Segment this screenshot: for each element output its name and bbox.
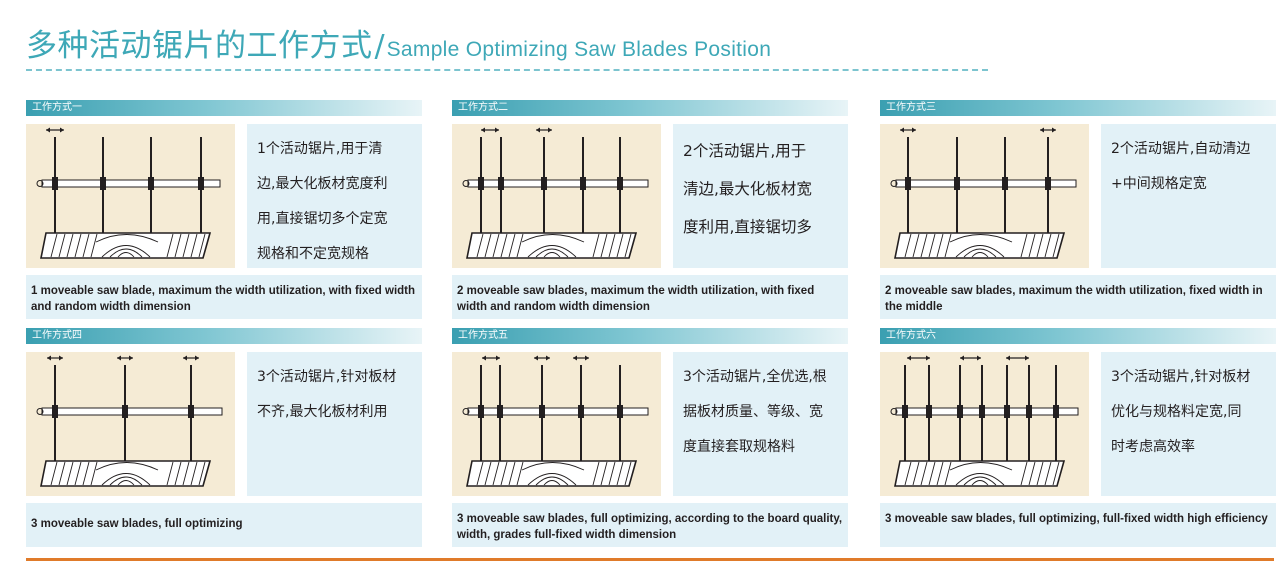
double-arrow-icon	[534, 355, 550, 361]
mode-tag: 工作方式四	[26, 328, 422, 344]
mode-cn-description: 1个活动锯片,用于清 边,最大化板材宽度利 用,直接锯切多个定宽 规格和不定宽规…	[247, 124, 422, 268]
double-arrow-icon	[117, 355, 133, 361]
page-title-cn: 多种活动锯片的工作方式	[26, 28, 373, 64]
mode-en-description: 3 moveable saw blades, full optimizing, …	[452, 503, 848, 547]
mode-en-description: 2 moveable saw blades, maximum the width…	[880, 275, 1276, 319]
double-arrow-icon	[907, 355, 930, 361]
mode-card-3: 工作方式三 2个活动锯片,自动清边 +中间规格定宽 2 moveable saw…	[880, 100, 1276, 319]
wood-board-icon	[40, 460, 212, 487]
mode-en-description: 3 moveable saw blades, full optimizing, …	[880, 503, 1276, 547]
saw-diagram-svg	[36, 127, 221, 259]
double-arrow-icon	[46, 127, 64, 133]
double-arrow-icon	[482, 355, 500, 361]
double-arrow-icon	[573, 355, 589, 361]
mode-card-5: 工作方式五 3个活动锯片,全优选,根 据板材质量、等级、宽 度直接套取规格	[452, 328, 848, 547]
mode-tag: 工作方式五	[452, 328, 848, 344]
double-arrow-icon	[1040, 127, 1056, 133]
saw-diagram	[26, 352, 235, 496]
mode-cn-description: 3个活动锯片,全优选,根 据板材质量、等级、宽 度直接套取规格料	[673, 352, 848, 496]
wood-board-icon	[40, 232, 212, 259]
mode-en-description: 3 moveable saw blades, full optimizing	[26, 503, 422, 547]
mode-tag: 工作方式二	[452, 100, 848, 116]
page-title-en: Sample Optimizing Saw Blades Position	[386, 38, 772, 61]
double-arrow-icon	[481, 127, 499, 133]
wood-board-icon	[894, 460, 1066, 487]
wood-board-icon	[894, 232, 1066, 259]
mode-tag: 工作方式一	[26, 100, 422, 116]
mode-card-2: 工作方式二 2个活动锯片,用于 清边,最大化板材宽 度利用,直接锯切多 2 m	[452, 100, 848, 319]
double-arrow-icon	[900, 127, 916, 133]
mode-card-1: 工作方式一 1个活动锯片,用于清 边,最大化板材宽度利 用,直接锯切多个定宽 规…	[26, 100, 422, 319]
bottom-orange-rule	[26, 558, 1274, 561]
saw-diagram-svg	[890, 355, 1079, 487]
mode-cn-description: 2个活动锯片,用于 清边,最大化板材宽 度利用,直接锯切多	[673, 124, 848, 268]
mode-tag: 工作方式六	[880, 328, 1276, 344]
title-dashed-rule	[26, 69, 988, 71]
saw-diagram	[880, 352, 1089, 496]
saw-diagram	[880, 124, 1089, 268]
mode-cn-description: 3个活动锯片,针对板材 不齐,最大化板材利用	[247, 352, 422, 496]
double-arrow-icon	[1006, 355, 1029, 361]
saw-diagram-svg	[462, 355, 649, 487]
page-title: 多种活动锯片的工作方式 / Sample Optimizing Saw Blad…	[26, 20, 771, 64]
saw-diagram-svg	[36, 355, 223, 487]
saw-diagram	[452, 352, 661, 496]
mode-cn-description: 2个活动锯片,自动清边 +中间规格定宽	[1101, 124, 1276, 268]
mode-en-description: 1 moveable saw blade, maximum the width …	[26, 275, 422, 319]
mode-card-4: 工作方式四 3个活动锯片,针对板材 不齐,最大化板材利用 3 moveable …	[26, 328, 422, 547]
saw-diagram	[26, 124, 235, 268]
mode-card-6: 工作方式六 3个活动锯片,针对板材 优化	[880, 328, 1276, 547]
saw-diagram	[452, 124, 661, 268]
mode-cn-description: 3个活动锯片,针对板材 优化与规格料定宽,同 时考虑高效率	[1101, 352, 1276, 496]
title-separator: /	[374, 29, 385, 64]
mode-tag: 工作方式三	[880, 100, 1276, 116]
wood-board-icon	[466, 460, 638, 487]
double-arrow-icon	[536, 127, 552, 133]
wood-board-icon	[466, 232, 638, 259]
saw-diagram-svg	[462, 127, 649, 259]
double-arrow-icon	[183, 355, 199, 361]
saw-diagram-svg	[890, 127, 1077, 259]
double-arrow-icon	[47, 355, 63, 361]
double-arrow-icon	[960, 355, 981, 361]
mode-en-description: 2 moveable saw blades, maximum the width…	[452, 275, 848, 319]
